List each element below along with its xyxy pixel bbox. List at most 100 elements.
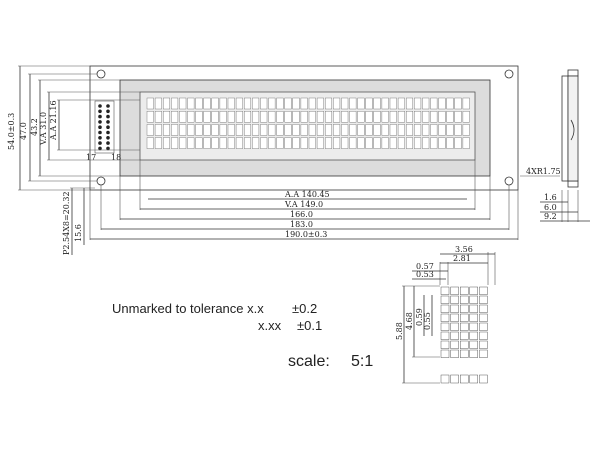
- char-cell: [154, 124, 162, 136]
- right-1-6-label: 1.6: [544, 193, 557, 202]
- char-cell: [219, 110, 227, 123]
- dot-cell: [460, 295, 469, 304]
- dot-cell: [469, 295, 478, 304]
- char-cell: [284, 137, 292, 149]
- char-cell: [292, 124, 300, 136]
- char-cell: [357, 97, 365, 110]
- pin-dot: [106, 136, 110, 140]
- char-cell: [300, 124, 308, 136]
- dot-cell: [440, 349, 450, 358]
- pin-dot: [98, 136, 102, 140]
- char-cell: [235, 124, 243, 136]
- char-cell: [430, 137, 438, 149]
- char-cell: [438, 137, 446, 149]
- char-cell: [227, 124, 235, 136]
- char-cell: [454, 110, 462, 123]
- right-9-2-label: 9.2: [544, 212, 557, 221]
- pin-dot: [106, 125, 110, 129]
- char-cell: [462, 110, 470, 123]
- char-cell: [292, 97, 300, 110]
- char-cell: [333, 110, 341, 123]
- char-cell: [211, 137, 219, 149]
- dot-cell: [450, 295, 459, 304]
- char-cell: [316, 110, 324, 123]
- cursor-dot: [450, 374, 459, 384]
- char-cell: [357, 110, 365, 123]
- char-cell: [373, 124, 381, 136]
- horizontal-dimensions: A.A 140.45 V.A 149.0 166.0 183.0 190.0±0…: [89, 160, 519, 240]
- char-cell: [438, 97, 446, 110]
- char-cell: [381, 97, 389, 110]
- pin-dot: [106, 114, 110, 119]
- char-cell: [414, 97, 422, 110]
- char-4-68-label: 4.68: [405, 312, 414, 330]
- char-cell: [462, 97, 470, 110]
- char-cell: [446, 137, 454, 149]
- char-cell: [341, 137, 349, 149]
- char-cell: [219, 97, 227, 110]
- pin-dot: [106, 109, 110, 114]
- tolerance-value-1: ±0.2: [292, 301, 317, 316]
- char-cell: [146, 110, 154, 123]
- height-43-2-label: 43.2: [30, 118, 39, 136]
- dot-cell: [479, 313, 488, 322]
- char-cell: [308, 97, 316, 110]
- char-cell: [397, 137, 405, 149]
- char-cell: [187, 110, 195, 123]
- dot-cell: [460, 313, 469, 322]
- char-cell: [333, 137, 341, 149]
- char-cell: [373, 110, 381, 123]
- dot-cell: [450, 313, 459, 322]
- char-cell: [268, 110, 276, 123]
- char-cell: [422, 110, 430, 123]
- char-cell: [284, 124, 292, 136]
- char-cell: [276, 97, 284, 110]
- module-outline: 17 18: [86, 65, 519, 191]
- char-cell: [146, 97, 154, 110]
- tolerance-line-1: Unmarked to tolerance x.x: [112, 301, 264, 316]
- char-cell: [179, 97, 187, 110]
- char-cell: [406, 97, 414, 110]
- char-cell: [325, 124, 333, 136]
- char-cell: [308, 110, 316, 123]
- char-cell: [162, 110, 170, 123]
- right-6-0-label: 6.0: [544, 203, 557, 212]
- cursor-line: [440, 374, 488, 384]
- char-cell: [171, 97, 179, 110]
- char-cell: [187, 124, 195, 136]
- dot-cell: [440, 286, 450, 295]
- char-cell: [397, 110, 405, 123]
- pin-15-6-label: 15.6: [74, 224, 83, 242]
- char-cell: [162, 137, 170, 149]
- char-cell: [422, 97, 430, 110]
- char-cell: [365, 110, 373, 123]
- pin-18-label: 18: [111, 153, 121, 162]
- char-cell: [397, 124, 405, 136]
- char-2-81-label: 2.81: [453, 254, 471, 263]
- char-cell: [162, 97, 170, 110]
- char-cell: [243, 124, 251, 136]
- char-cell: [292, 137, 300, 149]
- char-cell: [349, 97, 357, 110]
- char-cell: [195, 110, 203, 123]
- va-height-label: V.A 31.0: [39, 112, 48, 146]
- char-cell: [146, 137, 154, 149]
- char-cell: [260, 110, 268, 123]
- char-cell: [260, 137, 268, 149]
- dot-cell: [479, 286, 488, 295]
- mounting-hole-icon: [504, 69, 514, 79]
- char-cell: [462, 124, 470, 136]
- char-cell: [284, 110, 292, 123]
- char-cell: [162, 124, 170, 136]
- char-cell: [195, 97, 203, 110]
- char-cell: [227, 137, 235, 149]
- char-cell: [154, 137, 162, 149]
- char-cell: [268, 124, 276, 136]
- char-cell: [227, 110, 235, 123]
- cursor-dot: [460, 374, 469, 384]
- char-cell: [389, 124, 397, 136]
- char-cell: [203, 110, 211, 123]
- dot-cell: [450, 340, 459, 349]
- char-cell: [430, 97, 438, 110]
- holes-label: 4XR1.75: [526, 167, 561, 176]
